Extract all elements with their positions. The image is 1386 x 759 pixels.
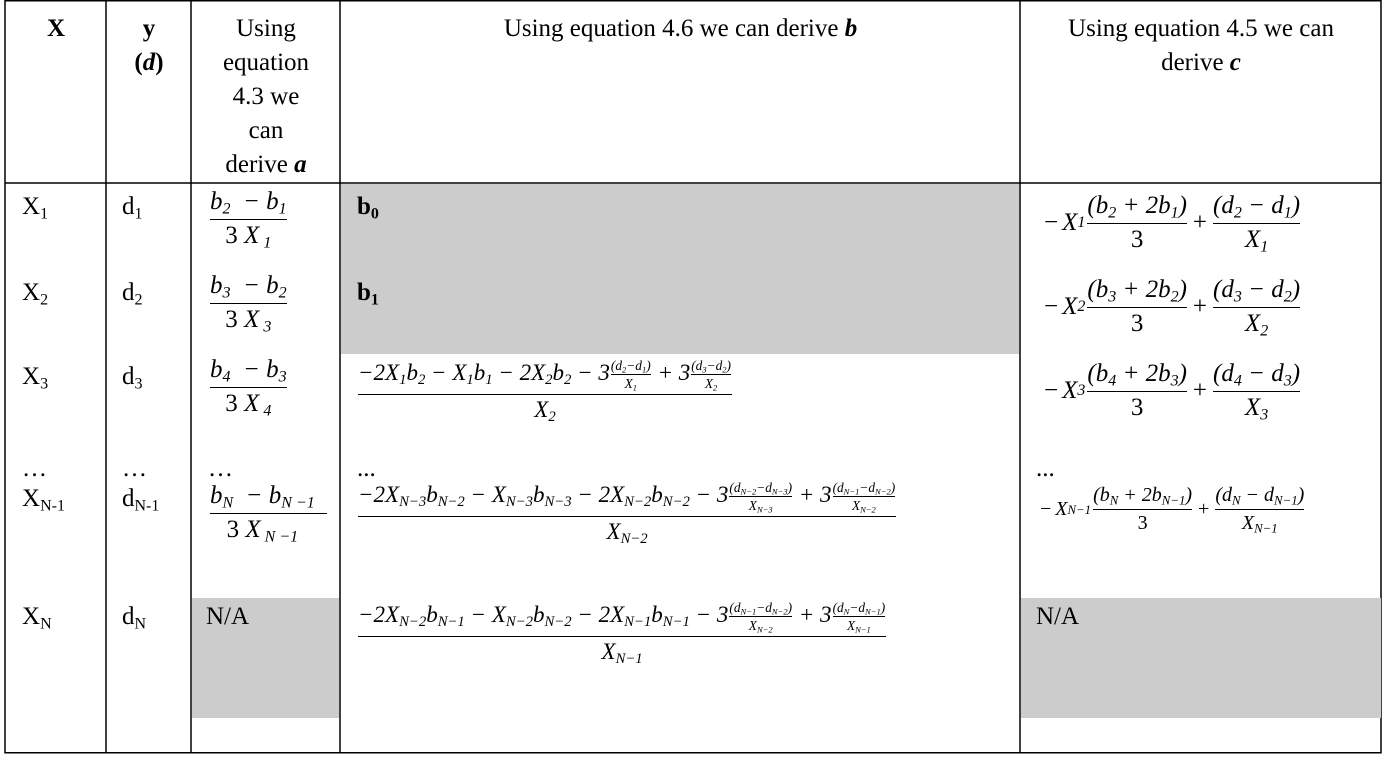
shade-b0-b1 (341, 184, 1019, 354)
formula-bn2: −2XN−3bN−2 − XN−3bN−3 − 2XN−2bN−2 − 3(dN… (358, 480, 897, 547)
row-x1: X1 (22, 193, 49, 223)
row-x2: X2 (22, 279, 49, 309)
a-ellipsis: … (208, 455, 233, 482)
header-c: Using equation 4.5 we can derive c (1068, 15, 1334, 76)
formula-b2: −2X1b2 − X1b1 − 2X2b2 − 3(d2−d1)X1 + 3(d… (358, 358, 732, 425)
row-dn: dN (122, 603, 147, 633)
b0-label: b0 (357, 193, 379, 223)
row-d3: d3 (122, 363, 143, 393)
row-d2: d2 (122, 279, 143, 309)
header-y: y (d) (134, 15, 164, 76)
row-x3: X3 (22, 363, 49, 393)
shade-c-na (1021, 598, 1381, 718)
row-d-ellipsis: … (122, 455, 147, 482)
a-na: N/A (206, 603, 250, 630)
header-a: Using equation 4.3 we can derive a (222, 15, 310, 178)
row-d1: d1 (122, 193, 143, 223)
shade-a-na (192, 598, 339, 718)
header-x: X (46, 15, 66, 42)
row-xn: XN (22, 603, 52, 633)
c-na: N/A (1036, 603, 1080, 630)
row-dn1: dN-1 (122, 485, 160, 515)
c-ellipsis: ... (1036, 455, 1055, 482)
header-b: Using equation 4.6 we can derive b (503, 15, 858, 42)
row-xn1: XN-1 (22, 485, 65, 515)
formula-bn1: −2XN−2bN−1 − XN−2bN−2 − 2XN−1bN−1 − 3(dN… (358, 600, 887, 667)
row-x-ellipsis: … (22, 455, 47, 482)
b1-label: b1 (357, 279, 379, 309)
b-ellipsis: ... (357, 455, 376, 482)
